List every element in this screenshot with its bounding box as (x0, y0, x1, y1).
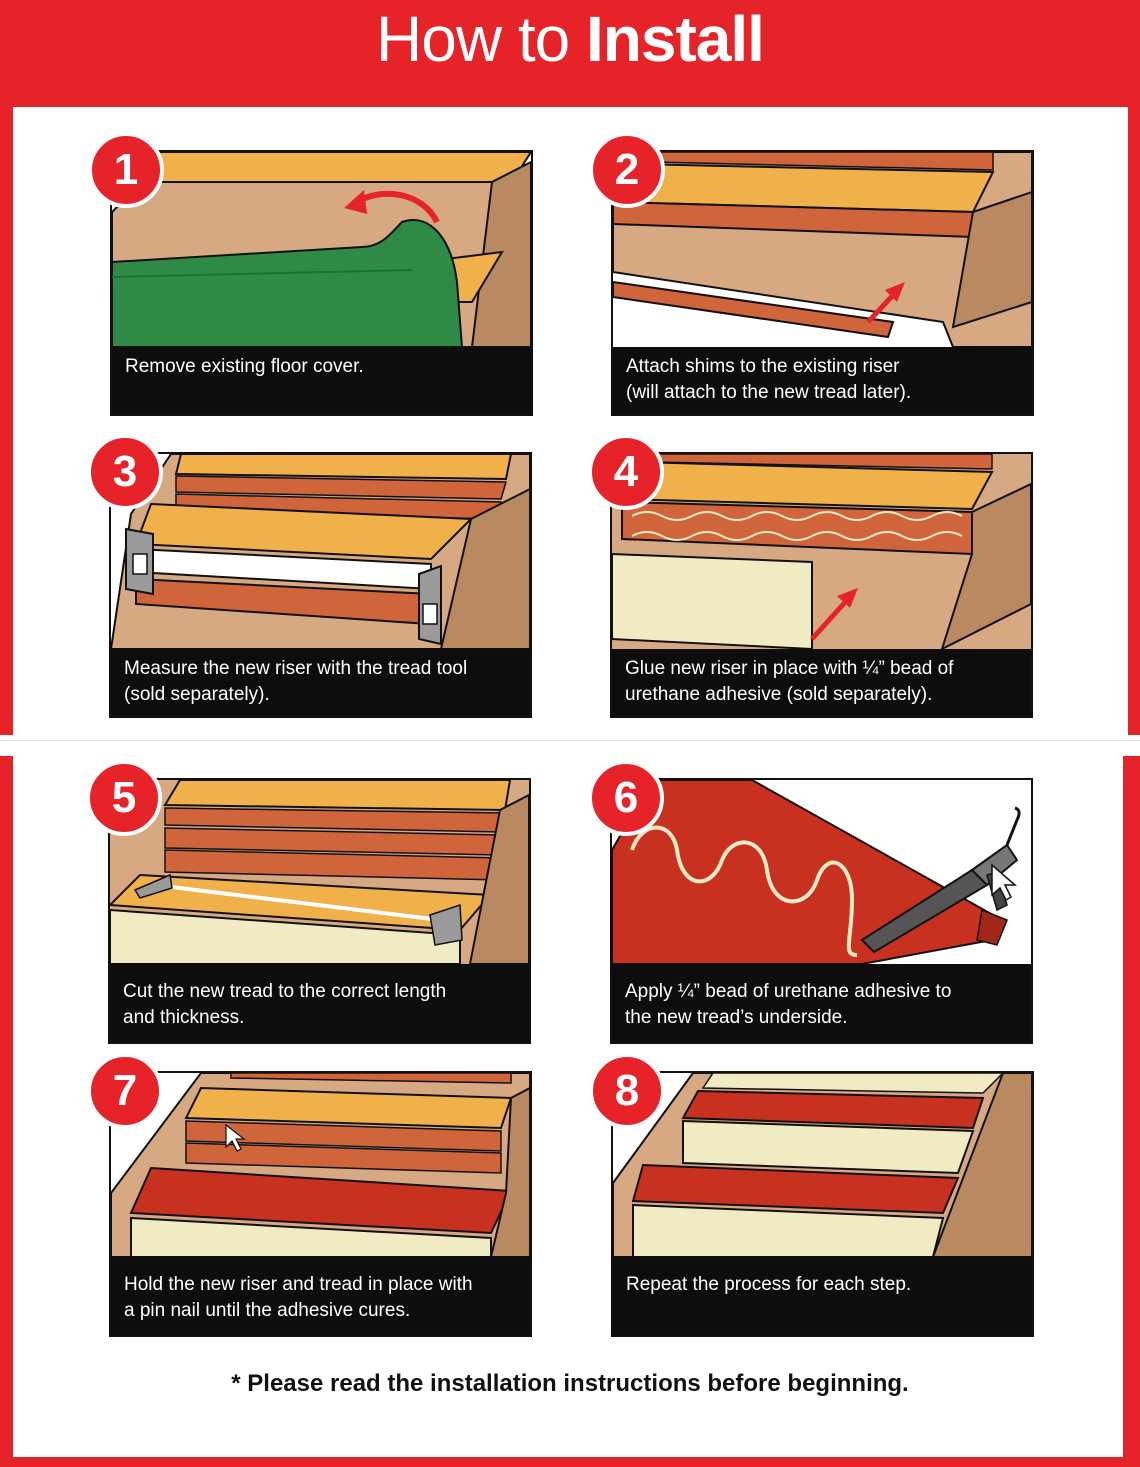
caption-line: a pin nail until the adhesive cures. (124, 1298, 518, 1324)
step-caption: Measure the new riser with the tread too… (111, 649, 530, 716)
caption-line: Repeat the process for each step. (626, 1272, 1020, 1298)
step-number-badge: 2 (589, 132, 665, 208)
step-7: Hold the new riser and tread in place wi… (109, 1071, 532, 1337)
step-panel: Apply ¼” bead of urethane adhesive to th… (610, 778, 1033, 1044)
step-caption: Repeat the process for each step. (613, 1257, 1032, 1335)
step-6-illustration (612, 780, 1031, 964)
frame-border (1128, 107, 1140, 735)
step-panel: Measure the new riser with the tread too… (109, 452, 532, 718)
step-5-illustration (110, 780, 529, 964)
header-title-light: How to (376, 3, 586, 75)
step-caption: Glue new riser in place with ¼” bead of … (612, 649, 1031, 716)
step-1-illustration (112, 152, 531, 347)
footnote: * Please read the installation instructi… (0, 1370, 1140, 1398)
step-1: Remove existing floor cover. 1 (110, 150, 533, 416)
caption-line: Measure the new riser with the tread too… (124, 656, 518, 682)
frame-border (0, 107, 13, 735)
step-7-illustration (111, 1073, 530, 1257)
step-caption: Remove existing floor cover. (112, 347, 531, 414)
caption-line: (sold separately). (124, 682, 518, 708)
step-panel: Hold the new riser and tread in place wi… (109, 1071, 532, 1337)
frame-border (1123, 756, 1140, 1467)
step-number-badge: 6 (588, 760, 664, 836)
caption-line: (will attach to the new tread later). (626, 380, 1020, 406)
caption-line: urethane adhesive (sold separately). (625, 682, 1019, 708)
step-4: Glue new riser in place with ¼” bead of … (610, 452, 1033, 718)
step-number-badge: 8 (589, 1053, 665, 1129)
caption-line: and thickness. (123, 1005, 517, 1031)
caption-line: Attach shims to the existing riser (626, 354, 1020, 380)
frame-border (0, 756, 13, 1467)
step-5: Cut the new tread to the correct length … (108, 778, 531, 1044)
step-caption: Attach shims to the existing riser (will… (613, 347, 1032, 414)
step-panel: Glue new riser in place with ¼” bead of … (610, 452, 1033, 718)
step-number-badge: 7 (87, 1053, 163, 1129)
step-3: Measure the new riser with the tread too… (109, 452, 532, 718)
step-panel: Cut the new tread to the correct length … (108, 778, 531, 1044)
step-caption: Hold the new riser and tread in place wi… (111, 1257, 530, 1335)
step-8: Repeat the process for each step. 8 (611, 1071, 1034, 1337)
step-number-badge: 5 (86, 760, 162, 836)
page-header: How to Install (0, 0, 1140, 107)
step-panel: Remove existing floor cover. (110, 150, 533, 416)
header-title-bold: Install (586, 3, 764, 75)
step-2: Attach shims to the existing riser (will… (611, 150, 1034, 416)
step-number-badge: 3 (87, 434, 163, 510)
step-caption: Apply ¼” bead of urethane adhesive to th… (612, 964, 1031, 1042)
step-panel: Repeat the process for each step. (611, 1071, 1034, 1337)
step-2-illustration (613, 152, 1032, 347)
step-panel: Attach shims to the existing riser (will… (611, 150, 1034, 416)
step-number-badge: 4 (588, 434, 664, 510)
caption-line: Glue new riser in place with ¼” bead of (625, 656, 1019, 682)
caption-line: Apply ¼” bead of urethane adhesive to (625, 979, 1019, 1005)
step-3-illustration (111, 454, 530, 649)
step-number-badge: 1 (88, 132, 164, 208)
frame-border (0, 1457, 1140, 1467)
caption-line: the new tread’s underside. (625, 1005, 1019, 1031)
divider (0, 740, 1140, 741)
caption-line: Hold the new riser and tread in place wi… (124, 1272, 518, 1298)
caption-line: Cut the new tread to the correct length (123, 979, 517, 1005)
step-4-illustration (612, 454, 1031, 649)
step-caption: Cut the new tread to the correct length … (110, 964, 529, 1042)
step-8-illustration (613, 1073, 1032, 1257)
step-6: Apply ¼” bead of urethane adhesive to th… (610, 778, 1033, 1044)
caption-line: Remove existing floor cover. (125, 354, 519, 380)
